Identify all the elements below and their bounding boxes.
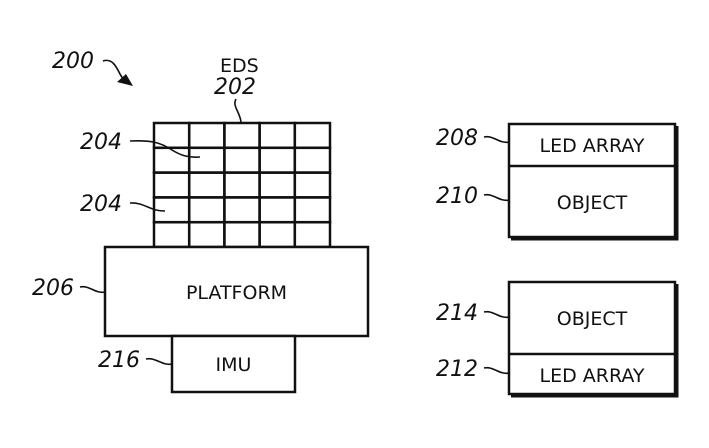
pixel-ref-1-leader (129, 139, 201, 158)
eds-pixel-cell (187, 146, 226, 174)
led-array-b-label: LED ARRAY (539, 365, 644, 387)
led-array-a-leader (483, 135, 510, 144)
object-a-shadow (511, 126, 679, 241)
object-b-assembly: OBJECT LED ARRAY (507, 280, 679, 398)
object-b-leader (483, 310, 510, 319)
object-b-shadow (511, 284, 679, 398)
eds-pixel-cell (258, 171, 297, 199)
pixel-ref-2: 204 (80, 192, 122, 217)
led-array-b-ref: 212 (436, 357, 478, 382)
eds-pixel-cell (223, 146, 261, 174)
eds-ref: 202 (214, 75, 256, 100)
eds-pixel-cell (293, 146, 332, 174)
eds-pixel-cell (152, 171, 191, 199)
object-a-label: OBJECT (557, 192, 628, 214)
object-a-ref: 210 (436, 184, 478, 209)
eds-pixel-cell (258, 121, 297, 150)
imu-ref-leader (145, 357, 173, 366)
led-array-a-label: LED ARRAY (539, 135, 644, 157)
object-a-box (507, 122, 677, 239)
led-array-a-ref: 208 (436, 126, 478, 151)
eds-pixel-cell (187, 171, 226, 199)
object-a-assembly: LED ARRAY OBJECT (507, 122, 679, 241)
eds-leader-line (234, 98, 242, 123)
object-b-ref: 214 (436, 301, 478, 326)
platform-ref-leader (79, 285, 106, 294)
eds-pixel-cell (223, 196, 261, 224)
imu-label: IMU (216, 354, 252, 376)
platform-label: PLATFORM (186, 282, 287, 304)
eds-pixel-cell (152, 220, 191, 249)
pixel-ref-1: 204 (80, 130, 122, 155)
pixel-ref-2-leader (129, 202, 166, 212)
eds-pixel-cell (293, 171, 332, 199)
eds-pixel-cell (152, 146, 191, 174)
imu-ref: 216 (98, 348, 140, 373)
led-array-b-leader (483, 366, 510, 375)
eds-pixel-cell (187, 220, 226, 249)
eds-pixel-cell (223, 121, 261, 150)
eds-pixel-cell (258, 146, 297, 174)
eds-pixel-cell (293, 220, 332, 249)
eds-pixel-cell (187, 121, 226, 150)
eds-pixel-cell (187, 196, 226, 224)
eds-pixel-cell (258, 196, 297, 224)
figure-arrow-head-icon (117, 74, 133, 86)
eds-pixel-cell (293, 121, 332, 150)
platform-box (103, 245, 370, 338)
eds-pixel-cell (223, 220, 261, 249)
eds-pixel-cell (223, 171, 261, 199)
eds-pixel-cell (258, 220, 297, 249)
eds-label: EDS (220, 55, 259, 77)
platform-ref: 206 (32, 276, 74, 301)
imu-box (170, 334, 297, 394)
object-b-box (507, 280, 677, 396)
object-a-leader (483, 193, 510, 202)
eds-pixel-grid (152, 121, 332, 249)
eds-pixel-cell (152, 196, 191, 224)
object-b-label: OBJECT (557, 308, 628, 330)
figure-ref-200: 200 (52, 49, 94, 74)
eds-pixel-cell (293, 196, 332, 224)
